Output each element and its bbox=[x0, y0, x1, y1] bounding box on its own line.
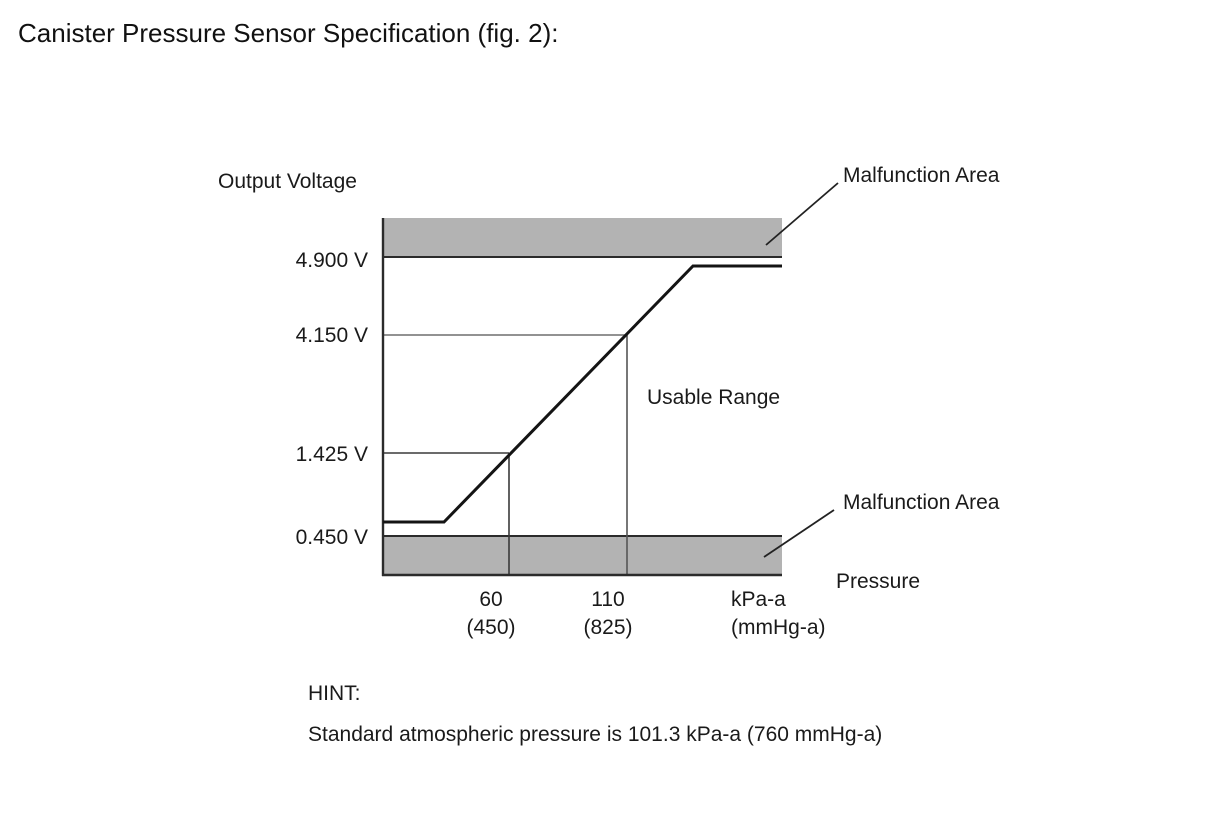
y-tick-1425v: 1.425 V bbox=[295, 443, 368, 466]
page-title: Canister Pressure Sensor Specification (… bbox=[18, 18, 559, 48]
x-tick-110kpa: 110 (825) bbox=[568, 586, 648, 642]
x-unit-mmhg: (mmHg-a) bbox=[731, 616, 826, 639]
x-tick-110kpa-value: 110 bbox=[591, 588, 625, 611]
y-tick-0450v: 0.450 V bbox=[295, 526, 368, 549]
x-axis-title: Pressure bbox=[836, 570, 921, 593]
callout-line-malfunction-bottom bbox=[763, 509, 835, 558]
sensor-output-curve bbox=[383, 264, 782, 524]
hint-heading: HINT: bbox=[308, 682, 361, 705]
x-axis-units: kPa-a (mmHg-a) bbox=[731, 586, 826, 642]
x-tick-110kpa-mmhg: (825) bbox=[583, 616, 633, 639]
x-tick-60kpa-mmhg: (450) bbox=[466, 616, 516, 639]
malfunction-area-top-label: Malfunction Area bbox=[843, 164, 1000, 187]
callout-line-malfunction-top bbox=[765, 182, 839, 246]
malfunction-band-top bbox=[383, 218, 782, 256]
usable-range-label: Usable Range bbox=[647, 386, 781, 409]
y-axis-title: Output Voltage bbox=[218, 170, 357, 193]
y-tick-4150v: 4.150 V bbox=[295, 324, 368, 347]
malfunction-area-bottom-label: Malfunction Area bbox=[843, 491, 1000, 514]
x-tick-60kpa-value: 60 bbox=[479, 588, 503, 611]
y-tick-4900v: 4.900 V bbox=[295, 249, 368, 272]
hint-body-text: Standard atmospheric pressure is 101.3 k… bbox=[308, 723, 883, 746]
x-tick-60kpa: 60 (450) bbox=[451, 586, 531, 642]
x-unit-kpa: kPa-a bbox=[731, 588, 786, 611]
malfunction-band-bottom bbox=[383, 537, 782, 575]
